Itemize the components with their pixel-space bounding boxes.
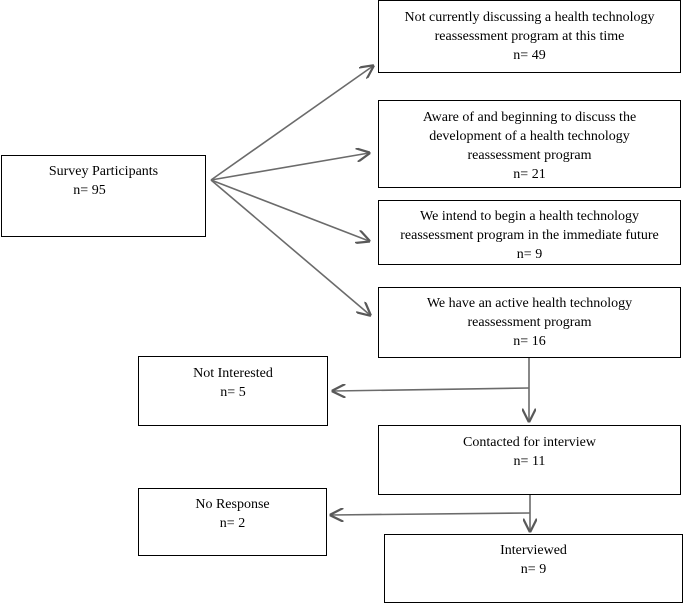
arrow-to-aware: [210, 153, 369, 181]
aware-box: Aware of and beginning to discuss the de…: [378, 100, 681, 188]
no-response-box: No Response n= 2: [138, 488, 327, 556]
no-response-count: n= 2: [219, 516, 246, 531]
aware-count: n= 21: [513, 167, 546, 182]
interviewed-title: Interviewed: [500, 543, 567, 558]
not-discussing-box: Not currently discussing a health techno…: [378, 0, 681, 73]
not-interested-box: Not Interested n= 5: [138, 356, 328, 426]
not-discussing-line-2: reassessment program at this time: [434, 29, 625, 44]
aware-line-1: Aware of and beginning to discuss the: [422, 110, 637, 125]
not-interested-title: Not Interested: [193, 366, 273, 381]
contacted-count: n= 11: [513, 454, 546, 469]
active-count: n= 16: [513, 334, 546, 349]
not-discussing-line-1: Not currently discussing a health techno…: [404, 10, 655, 25]
intend-count: n= 9: [516, 247, 543, 262]
contacted-title: Contacted for interview: [463, 435, 596, 450]
arrow-to-active: [210, 179, 370, 315]
aware-line-3: reassessment program: [467, 148, 592, 163]
contacted-box: Contacted for interview n= 11: [378, 425, 681, 495]
arrow-to-intend: [210, 179, 369, 241]
active-box: We have an active health technology reas…: [378, 287, 681, 358]
survey-participants-box: Survey Participants n= 95: [1, 155, 206, 237]
intend-line-1: We intend to begin a health technology: [420, 209, 639, 224]
interviewed-count: n= 9: [520, 562, 547, 577]
participants-count: n= 95: [73, 183, 106, 198]
arrow-to-not-discussing: [210, 66, 373, 181]
not-interested-count: n= 5: [220, 385, 246, 400]
intend-line-2: reassessment program in the immediate fu…: [400, 228, 659, 243]
arrow-to-no-response: [331, 513, 531, 515]
active-line-2: reassessment program: [467, 315, 592, 330]
active-line-1: We have an active health technology: [426, 296, 633, 311]
no-response-title: No Response: [195, 497, 270, 512]
arrow-to-not-interested: [333, 388, 530, 391]
intend-box: We intend to begin a health technology r…: [378, 200, 681, 265]
participants-title: Survey Participants: [48, 164, 159, 179]
interviewed-box: Interviewed n= 9: [384, 534, 683, 603]
aware-line-2: development of a health technology: [429, 129, 630, 144]
not-discussing-count: n= 49: [513, 48, 546, 63]
